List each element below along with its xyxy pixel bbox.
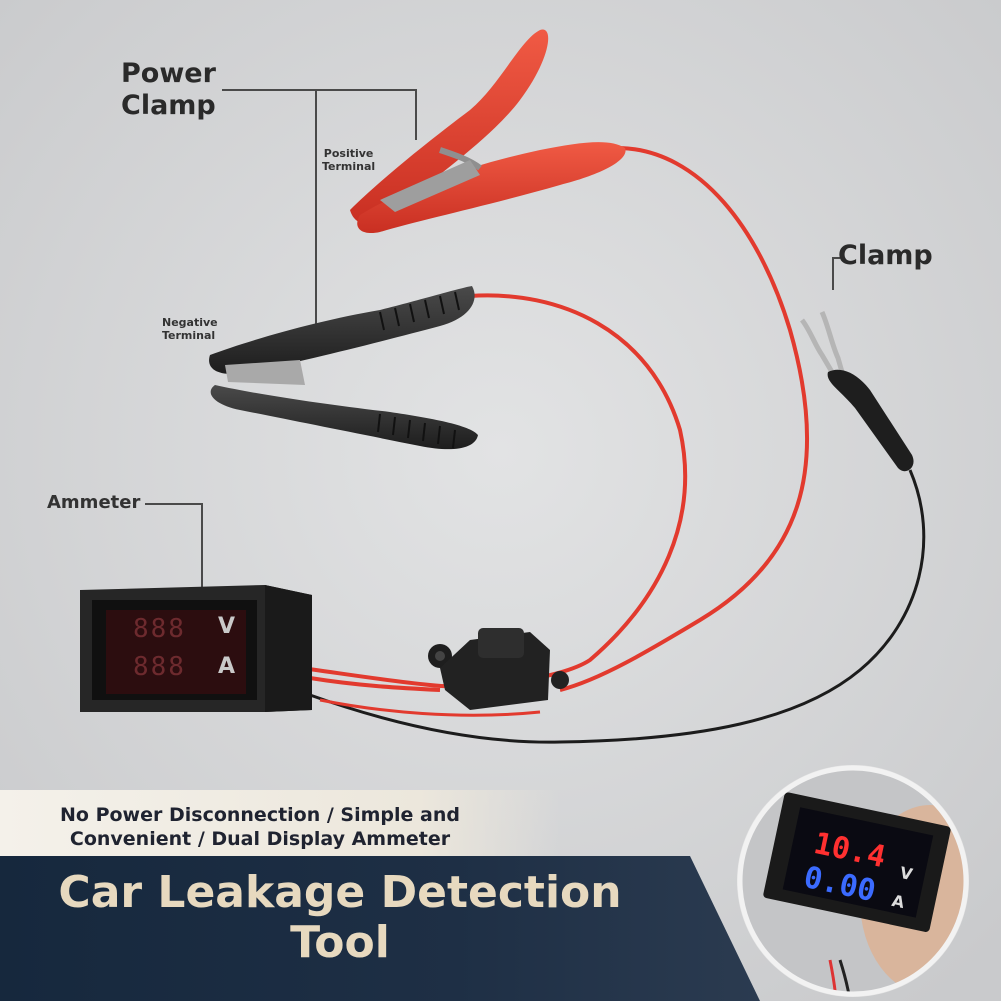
spade-clamp: [799, 310, 914, 472]
banner-title-line2: Tool: [290, 917, 390, 968]
meter-current-readout: 888: [133, 652, 186, 682]
power-clamp-label-line1: Power: [121, 58, 216, 89]
banner-subtitle-band: [0, 790, 560, 856]
positive-terminal-label-line2: Terminal: [322, 160, 376, 173]
clamp-label: Clamp: [838, 240, 933, 271]
red-wire-meter: [309, 676, 441, 692]
banner-title-line1: Car Leakage Detection: [58, 867, 622, 918]
red-wire-positive: [559, 146, 810, 692]
fuse-holder: [428, 628, 569, 710]
meter-unit-a: A: [218, 654, 236, 679]
negative-terminal-label: Negative Terminal: [162, 316, 218, 342]
red-wire-lower: [319, 698, 541, 717]
meter-voltage-readout: 888: [133, 614, 186, 644]
ammeter-device: [80, 585, 312, 712]
negative-clamp: [209, 286, 478, 450]
banner-title-band: [0, 856, 760, 1001]
meter-unit-v: V: [218, 614, 236, 639]
banner-title: Car Leakage Detection Tool: [20, 868, 660, 968]
power-clamp-label: Power Clamp: [121, 58, 216, 122]
banner-subtitle-line1: No Power Disconnection / Simple and: [60, 804, 460, 826]
ammeter-label: Ammeter: [47, 492, 141, 513]
inset-photo: [737, 765, 969, 997]
leader-lines: [145, 89, 840, 622]
black-wire: [309, 469, 926, 744]
positive-terminal-label-line1: Positive: [323, 147, 374, 160]
banner-subtitle-line2: Convenient / Dual Display Ammeter: [69, 828, 451, 850]
banner-subtitle: No Power Disconnection / Simple and Conv…: [0, 803, 520, 851]
red-wire-negative: [299, 293, 688, 689]
positive-clamp: [350, 29, 626, 234]
power-clamp-label-line2: Clamp: [121, 90, 216, 121]
negative-terminal-label-line1: Negative: [162, 316, 218, 329]
positive-terminal-label: Positive Terminal: [322, 147, 375, 173]
negative-terminal-label-line2: Terminal: [162, 329, 216, 342]
